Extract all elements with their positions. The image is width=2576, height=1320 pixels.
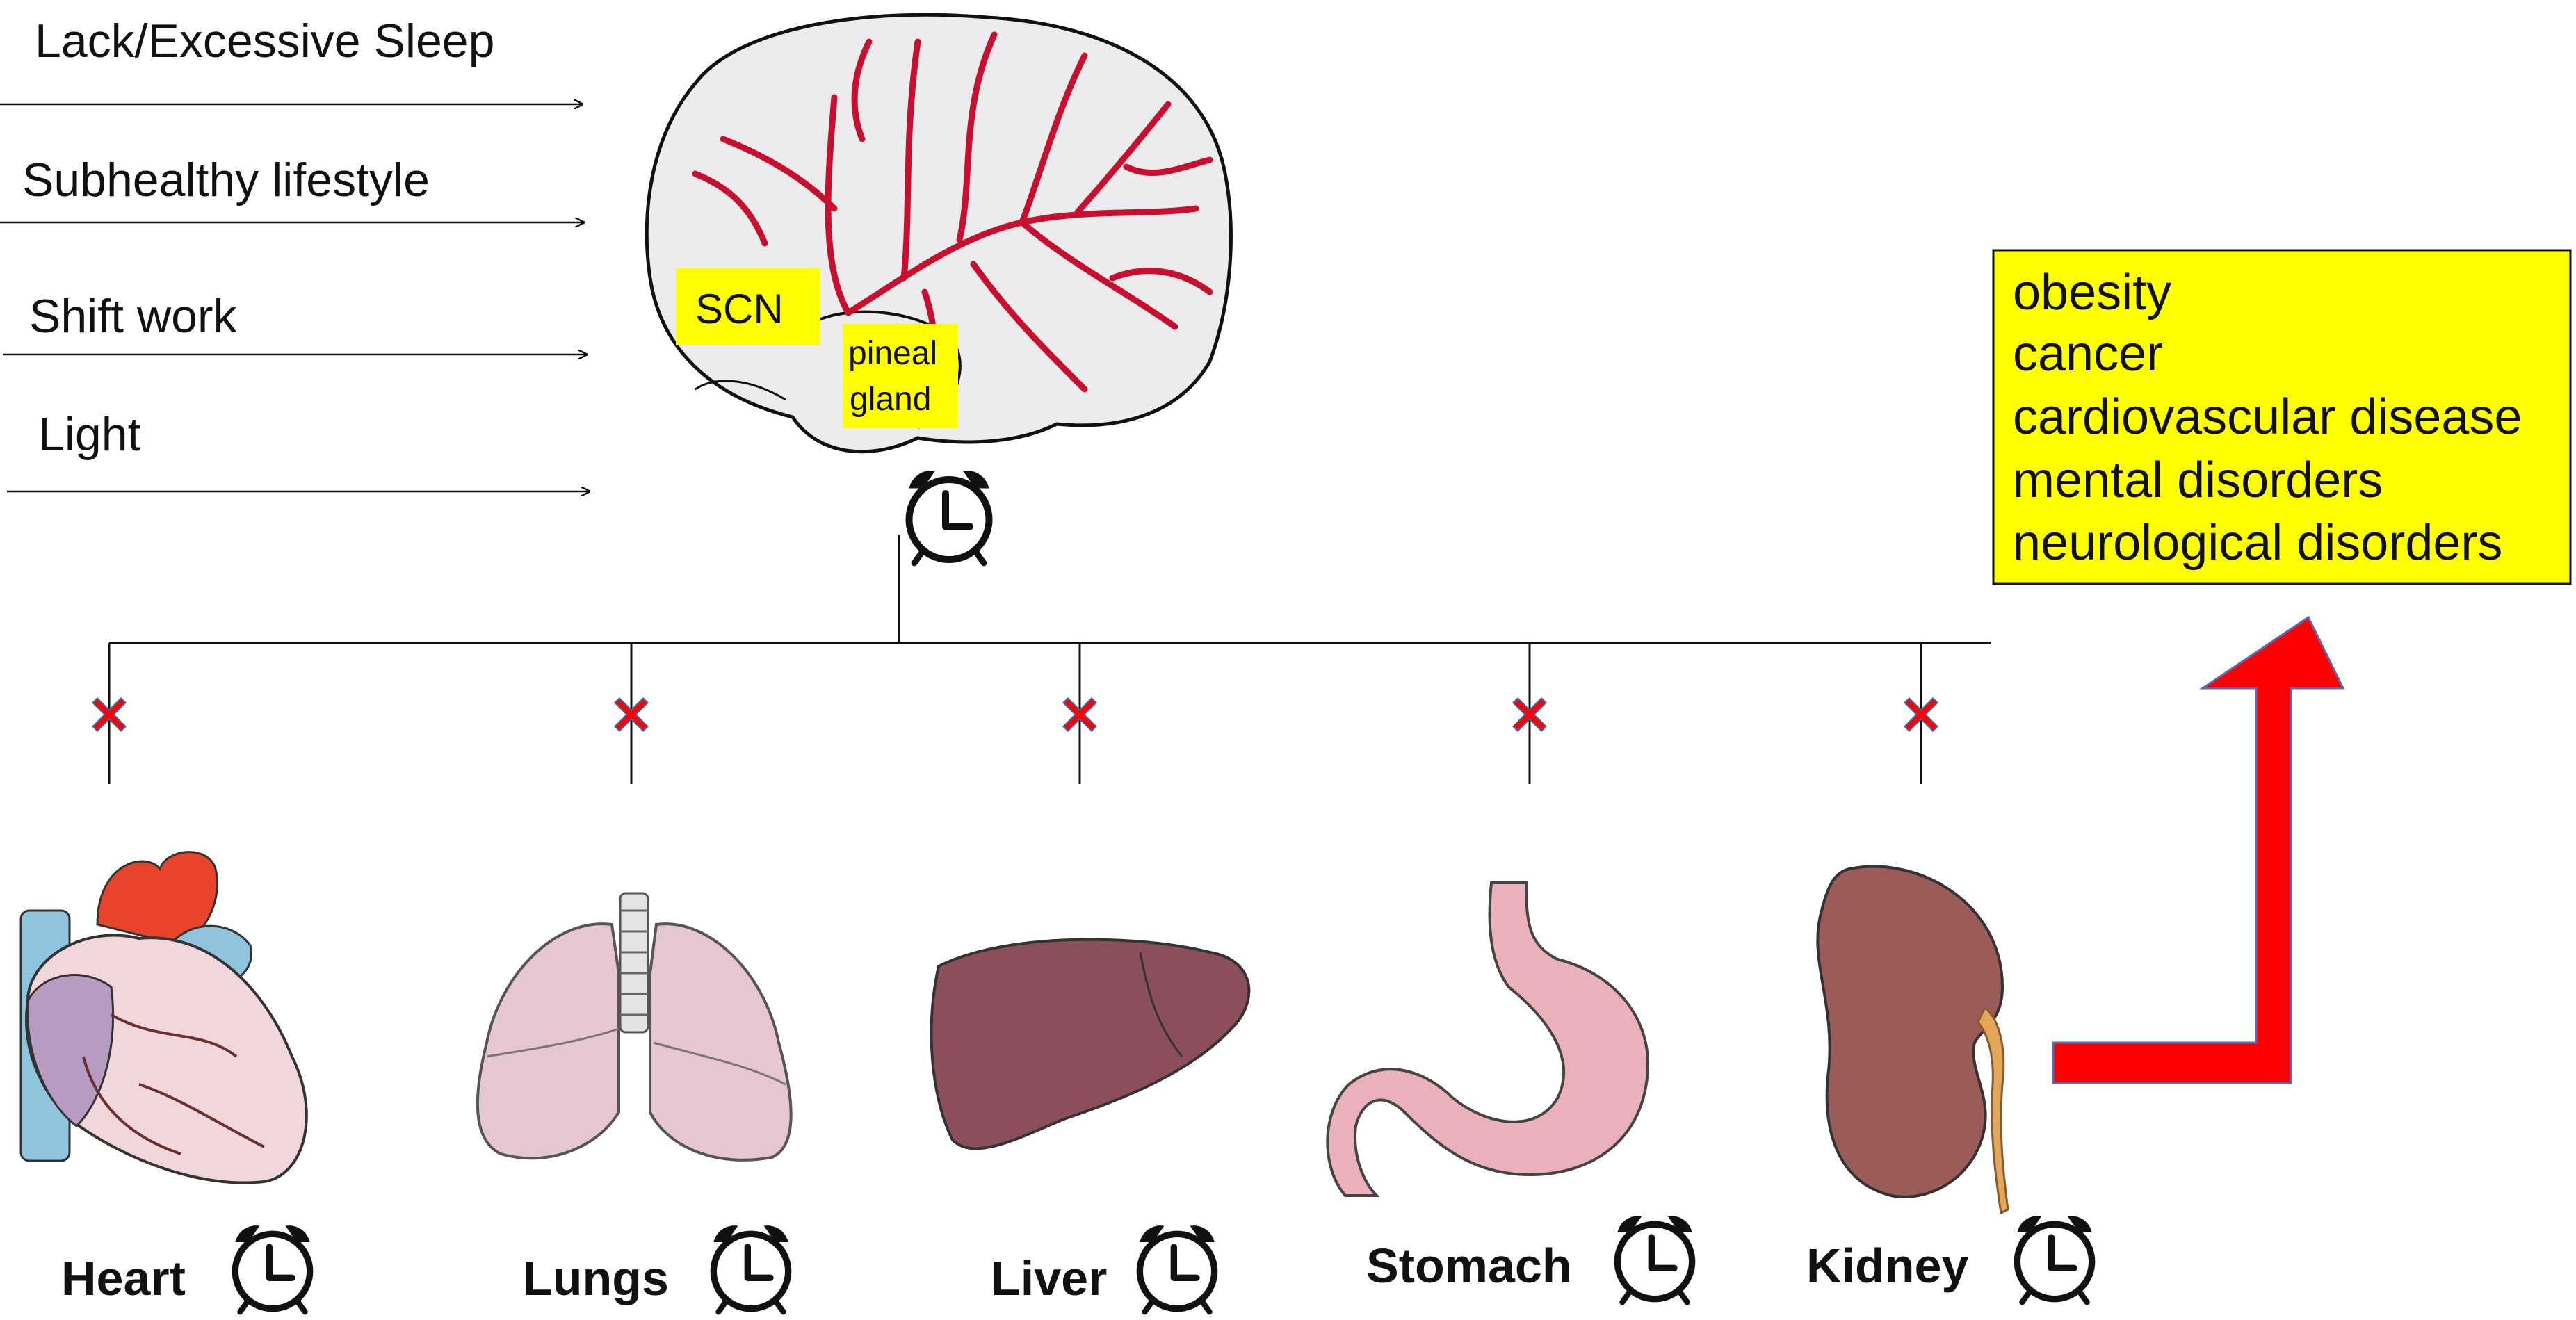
outcome-item: cardiovascular disease bbox=[2013, 389, 2522, 445]
alarm-clock-icon bbox=[909, 471, 989, 563]
alarm-clock-icon bbox=[713, 1225, 788, 1312]
clock-network bbox=[108, 535, 1991, 784]
outcome-item: mental disorders bbox=[2013, 453, 2383, 508]
risk-factor-label: Lack/Excessive Sleep bbox=[35, 15, 494, 67]
risk-factor: Light bbox=[7, 408, 590, 491]
organ-label: Heart bbox=[61, 1251, 186, 1305]
pineal-highlight bbox=[843, 324, 958, 428]
risk-factor: Shift work bbox=[3, 290, 587, 355]
disrupted-links bbox=[92, 697, 1938, 732]
stomach-illustration bbox=[1326, 881, 1650, 1197]
risk-factor: Subhealthy lifestyle bbox=[0, 154, 584, 222]
outcome-arrow bbox=[2052, 615, 2345, 1084]
organ-label: Lungs bbox=[523, 1251, 669, 1305]
risk-factor: Lack/Excessive Sleep bbox=[0, 15, 583, 104]
risk-factor-label: Light bbox=[38, 408, 141, 461]
brain-illustration: SCN pineal gland bbox=[645, 13, 1233, 454]
heart-illustration bbox=[19, 851, 308, 1184]
alarm-clock-icon bbox=[1617, 1216, 1692, 1302]
outcome-item: obesity bbox=[2013, 265, 2171, 320]
organ-label: Liver bbox=[991, 1251, 1107, 1305]
kidney-illustration bbox=[1816, 865, 2009, 1215]
risk-factor-label: Subhealthy lifestyle bbox=[22, 154, 430, 206]
risk-factor-label: Shift work bbox=[29, 290, 238, 343]
outcomes-box: obesity cancer cardiovascular disease me… bbox=[1992, 249, 2572, 585]
scn-label: SCN bbox=[695, 286, 784, 332]
alarm-clock-icon bbox=[2017, 1216, 2091, 1302]
pineal-label-line1: pineal bbox=[848, 335, 937, 372]
liver-illustration bbox=[930, 938, 1251, 1150]
pineal-label-line2: gland bbox=[850, 381, 931, 418]
lungs-illustration bbox=[476, 892, 793, 1162]
alarm-clock-icon bbox=[235, 1225, 309, 1312]
alarm-clock-icon bbox=[1140, 1225, 1214, 1312]
outcome-item: neurological disorders bbox=[2013, 515, 2502, 571]
blood-vessels bbox=[692, 31, 1213, 421]
outcome-item: cancer bbox=[2013, 326, 2163, 382]
risk-factors: Lack/Excessive Sleep Subhealthy lifestyl… bbox=[0, 15, 590, 491]
organ-label: Kidney bbox=[1806, 1239, 1968, 1293]
scn-highlight bbox=[676, 268, 820, 345]
organ-label: Stomach bbox=[1366, 1239, 1572, 1293]
